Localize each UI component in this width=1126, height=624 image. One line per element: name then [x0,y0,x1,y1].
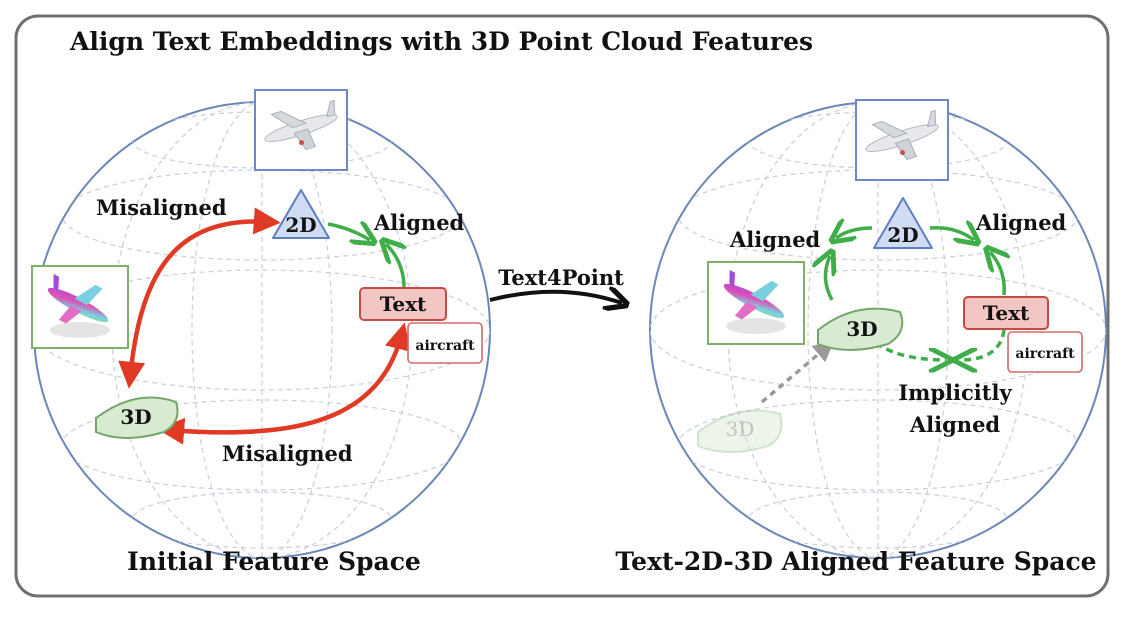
node-2d-left-label: 2D [285,213,316,237]
caption-right: Text-2D-3D Aligned Feature Space [615,547,1096,576]
node-text-right: Text [963,296,1049,330]
node-3d-right-label: 3D [846,317,877,341]
point-cloud-right [707,261,805,345]
point-cloud-left [31,265,129,349]
label-misaligned-bottom: Misaligned [222,441,353,466]
node-3d-faded: 3D [697,409,783,453]
label-implicitly: Implicitly [898,380,1012,405]
node-2d-right: 2D [873,197,933,249]
node-3d-left: 3D [95,396,179,439]
aligned-arrow-2d-to-aligned [327,224,370,240]
label-implicitly-aligned: Aligned [909,412,1001,437]
airplane-photo-right [855,99,949,181]
misaligned-arrow-2d-3d [118,207,281,389]
label-aligned-right-right: Aligned [975,210,1067,235]
node-3d-left-label: 3D [120,405,151,429]
label-misaligned-top: Misaligned [96,195,227,220]
aligned-arrow-text-up [990,252,1004,296]
text4point-label: Text4Point [498,265,624,290]
aircraft-tag-left-label: aircraft [415,338,475,354]
aligned-arrow-text-to-aligned [386,244,404,289]
node-text-left-label: Text [380,292,427,316]
node-text-right-label: Text [983,301,1030,325]
figure-title: Align Text Embeddings with 3D Point Clou… [69,27,813,56]
node-3d-faded-label: 3D [726,417,755,441]
aircraft-tag-left: aircraft [407,322,483,364]
node-text-left: Text [359,287,447,321]
aligned-arrow-2d-right [929,228,974,240]
airplane-photo-left [254,89,348,171]
aircraft-tag-right: aircraft [1007,331,1083,373]
label-aligned-left-panel: Aligned [373,210,465,235]
implicit-arrow-text [960,329,1006,360]
misaligned-arrow-3d-text [157,322,412,445]
node-2d-left: 2D [272,189,330,239]
aligned-arrow-3d-up [825,256,832,301]
caption-left: Initial Feature Space [127,547,421,576]
aligned-arrow-2d-left [836,228,873,238]
node-2d-right-label: 2D [887,223,918,247]
movement-arrow-3d [760,340,835,404]
figure-border [14,14,1110,598]
text4point-arrow [489,292,622,303]
label-aligned-right-left: Aligned [729,227,821,252]
node-3d-right: 3D [817,307,904,351]
aircraft-tag-right-label: aircraft [1015,346,1075,362]
